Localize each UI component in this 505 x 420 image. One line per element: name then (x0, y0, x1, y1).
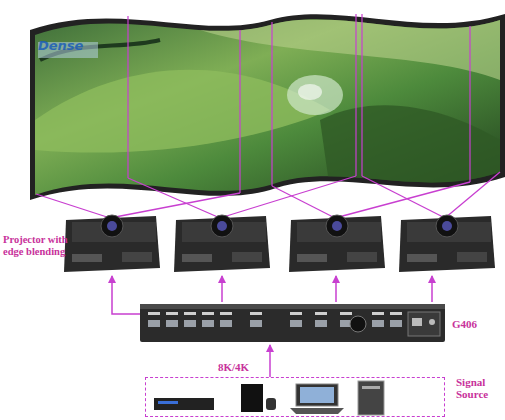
projector-caption: Projector with edge blending (3, 234, 85, 258)
projector-symbols (64, 215, 495, 272)
curved-screen (30, 14, 505, 200)
signal-format: 8K/4K (218, 361, 249, 373)
projection-lines (36, 172, 500, 218)
screen-watermark: Dense (38, 40, 108, 52)
signal-source-group: Signal Source (145, 377, 445, 417)
processor-device (140, 300, 445, 345)
source-devices (146, 378, 446, 418)
node-label: G406 (452, 318, 492, 330)
node-label: Signal Source (456, 376, 502, 400)
signal-arrow (269, 345, 271, 377)
video-processor: G406 (140, 300, 445, 345)
